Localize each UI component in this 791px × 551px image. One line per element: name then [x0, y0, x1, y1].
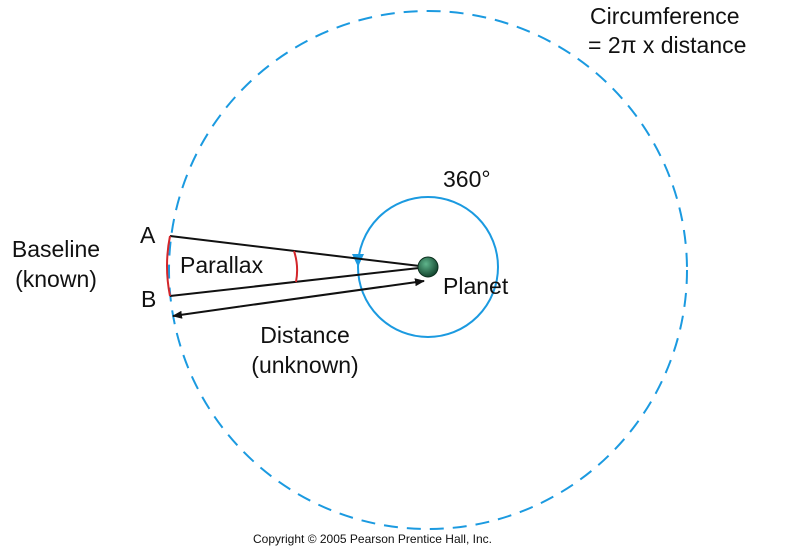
- baseline-label: Baseline: [11, 236, 101, 262]
- parallax-angle-arc: [293, 250, 299, 283]
- planet-icon: [417, 256, 439, 278]
- circumference-circle: [168, 10, 688, 530]
- circumference-label: Circumference: [590, 3, 740, 29]
- planet-label: Planet: [443, 273, 509, 299]
- distance-label: Distance: [260, 322, 350, 348]
- baseline-known-label: (known): [15, 266, 97, 292]
- circumference-formula: = 2π x distance: [588, 32, 747, 58]
- point-a-label: A: [140, 222, 156, 248]
- point-b-label: B: [141, 286, 157, 312]
- distance-arrow-back: [172, 305, 241, 319]
- sightline-b: [169, 266, 429, 297]
- angle-label: 360°: [443, 166, 491, 192]
- copyright: Copyright © 2005 Pearson Prentice Hall, …: [253, 532, 492, 546]
- rotation-arrow-icon: [352, 254, 364, 267]
- baseline-arc: [166, 235, 171, 297]
- parallax-label: Parallax: [180, 252, 264, 278]
- distance-unknown-label: (unknown): [251, 352, 359, 378]
- distance-arrow: [239, 278, 425, 308]
- sightline-a: [169, 235, 429, 268]
